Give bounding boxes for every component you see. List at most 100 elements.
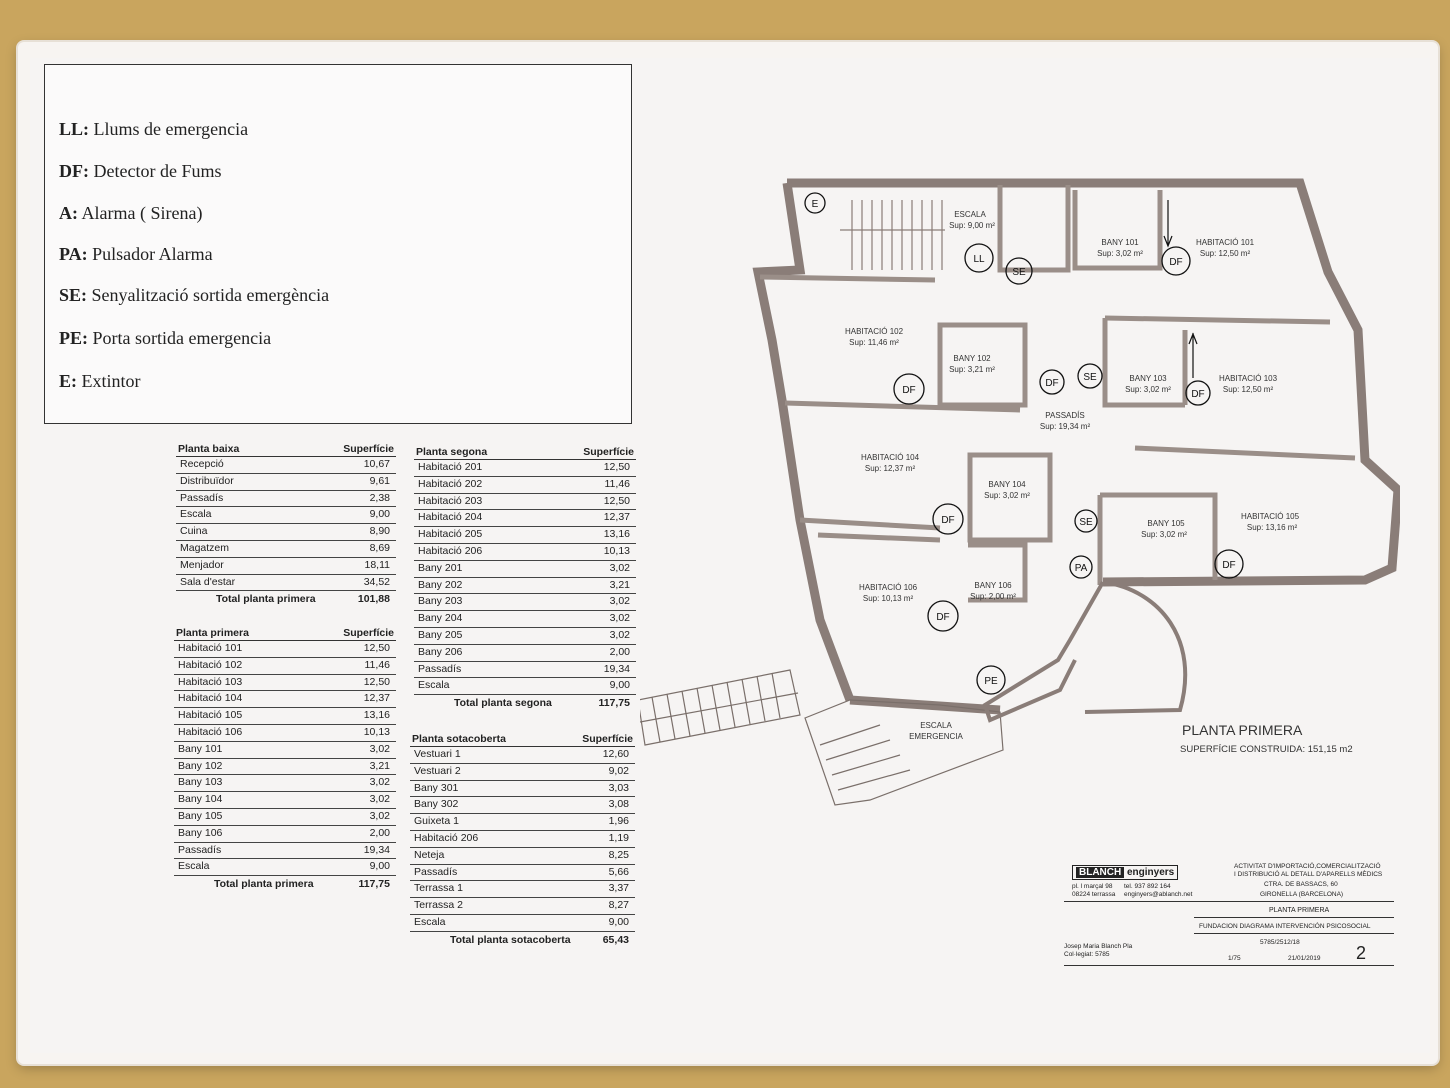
exit-sign-marker <box>1077 363 1103 389</box>
project-name: ACTIVITAT D'IMPORTACIÓ,COMERCIALITZACIÓ <box>1234 863 1381 870</box>
table-title: Planta primera <box>176 627 249 639</box>
room-name: BANY 106 <box>974 581 1012 590</box>
room-cell: Habitació 101 <box>178 642 243 654</box>
room-cell: Passadís <box>178 843 222 856</box>
area-cell: 1,19 <box>608 831 629 844</box>
project-name: I DISTRIBUCIÓ AL DETALL D'APARELLS MÈDIC… <box>1234 871 1383 878</box>
legend-item: PE: Porta sortida emergencia <box>59 328 271 349</box>
legend-item: E: Extintor <box>59 371 141 392</box>
mark-label: E <box>812 199 819 210</box>
legend-item: SE: Senyalització sortida emergència <box>59 285 329 306</box>
room-cell: Bany 301 <box>414 781 459 794</box>
room-cell: Bany 203 <box>418 595 463 608</box>
scale: 1/75 <box>1228 955 1241 962</box>
smoke-detector-marker <box>893 373 925 405</box>
area-cell: 3,02 <box>369 776 390 789</box>
divider <box>1064 901 1394 902</box>
plan-title: PLANTA PRIMERA <box>1182 722 1303 738</box>
exterior-stairs <box>640 669 1004 806</box>
legend-item: LL: Llums de emergencia <box>59 119 248 140</box>
room-area: Sup: 12,50 m² <box>1200 249 1251 258</box>
area-cell: 8,90 <box>369 525 390 538</box>
area-cell: 8,69 <box>369 541 390 554</box>
area-cell: 18,11 <box>364 558 391 571</box>
mark-label: LL <box>973 254 985 265</box>
area-cell: 9,00 <box>608 915 629 928</box>
area-cell: 2,38 <box>369 491 390 504</box>
interior-walls <box>759 185 1356 603</box>
mark-label: DF <box>941 515 954 526</box>
room-cell: Magatzem <box>180 541 230 554</box>
area-cell: 13,16 <box>363 709 390 722</box>
area-cell: 10,13 <box>603 544 630 557</box>
room-name: ESCALA <box>954 210 986 219</box>
room-area: Sup: 13,16 m² <box>1247 523 1298 532</box>
project-address: CTRA. DE BASSACS, 60 <box>1264 881 1338 888</box>
total-label: Total planta sotacoberta <box>450 933 571 946</box>
legend-code: A: <box>59 203 78 223</box>
area-cell: 3,02 <box>369 809 390 822</box>
area-cell: 34,52 <box>363 575 390 588</box>
legend-code: SE: <box>59 285 88 305</box>
room-cell: Habitació 206 <box>414 831 479 844</box>
area-cell: 3,02 <box>369 793 390 806</box>
room-cell: Habitació 203 <box>418 494 483 507</box>
room-name: HABITACIÓ 104 <box>861 453 920 462</box>
legend-code: DF: <box>59 161 89 181</box>
company-logo: BLANCH enginyers <box>1072 865 1179 880</box>
lobby-walls <box>982 580 1188 723</box>
legend-text: Detector de Fums <box>93 161 222 181</box>
room-cell: Terrassa 1 <box>414 882 464 895</box>
mark-label: PE <box>984 676 998 687</box>
room-area: Sup: 3,02 m² <box>1097 249 1143 258</box>
legend-text: Pulsador Alarma <box>92 244 213 264</box>
exit-door-marker <box>976 665 1006 695</box>
total-value: 101,88 <box>357 593 390 606</box>
area-cell: 3,21 <box>369 759 390 772</box>
area-cell: 3,08 <box>608 798 629 811</box>
room-name: PASSADÍS <box>1045 411 1084 420</box>
legend-item: PA: Pulsador Alarma <box>59 244 213 265</box>
legend-item: DF: Detector de Fums <box>59 161 221 182</box>
area-cell: 8,27 <box>608 899 629 912</box>
area-cell: 11,46 <box>604 477 631 490</box>
logo-text: BLANCH <box>1076 867 1125 878</box>
mark-label: SE <box>1079 517 1093 528</box>
table-title: Planta baixa <box>178 443 240 455</box>
reference-number: 5785/2512/18 <box>1260 939 1300 946</box>
area-cell: 12,50 <box>603 461 630 473</box>
area-cell: 11,46 <box>364 658 391 671</box>
column-header: Superfície <box>343 443 394 455</box>
area-cell: 3,21 <box>609 578 630 591</box>
plan-subtitle: SUPERFÍCIE CONSTRUIDA: 151,15 m2 <box>1180 744 1353 755</box>
room-cell: Sala d'estar <box>180 575 236 588</box>
legend-code: E: <box>59 371 77 391</box>
room-cell: Passadís <box>418 662 462 675</box>
mark-label: SE <box>1083 372 1097 383</box>
room-name: EMERGENCIA <box>909 732 963 741</box>
plan-name: PLANTA PRIMERA <box>1269 907 1330 914</box>
total-label: Total planta primera <box>214 878 314 891</box>
legend-code: LL: <box>59 119 90 139</box>
